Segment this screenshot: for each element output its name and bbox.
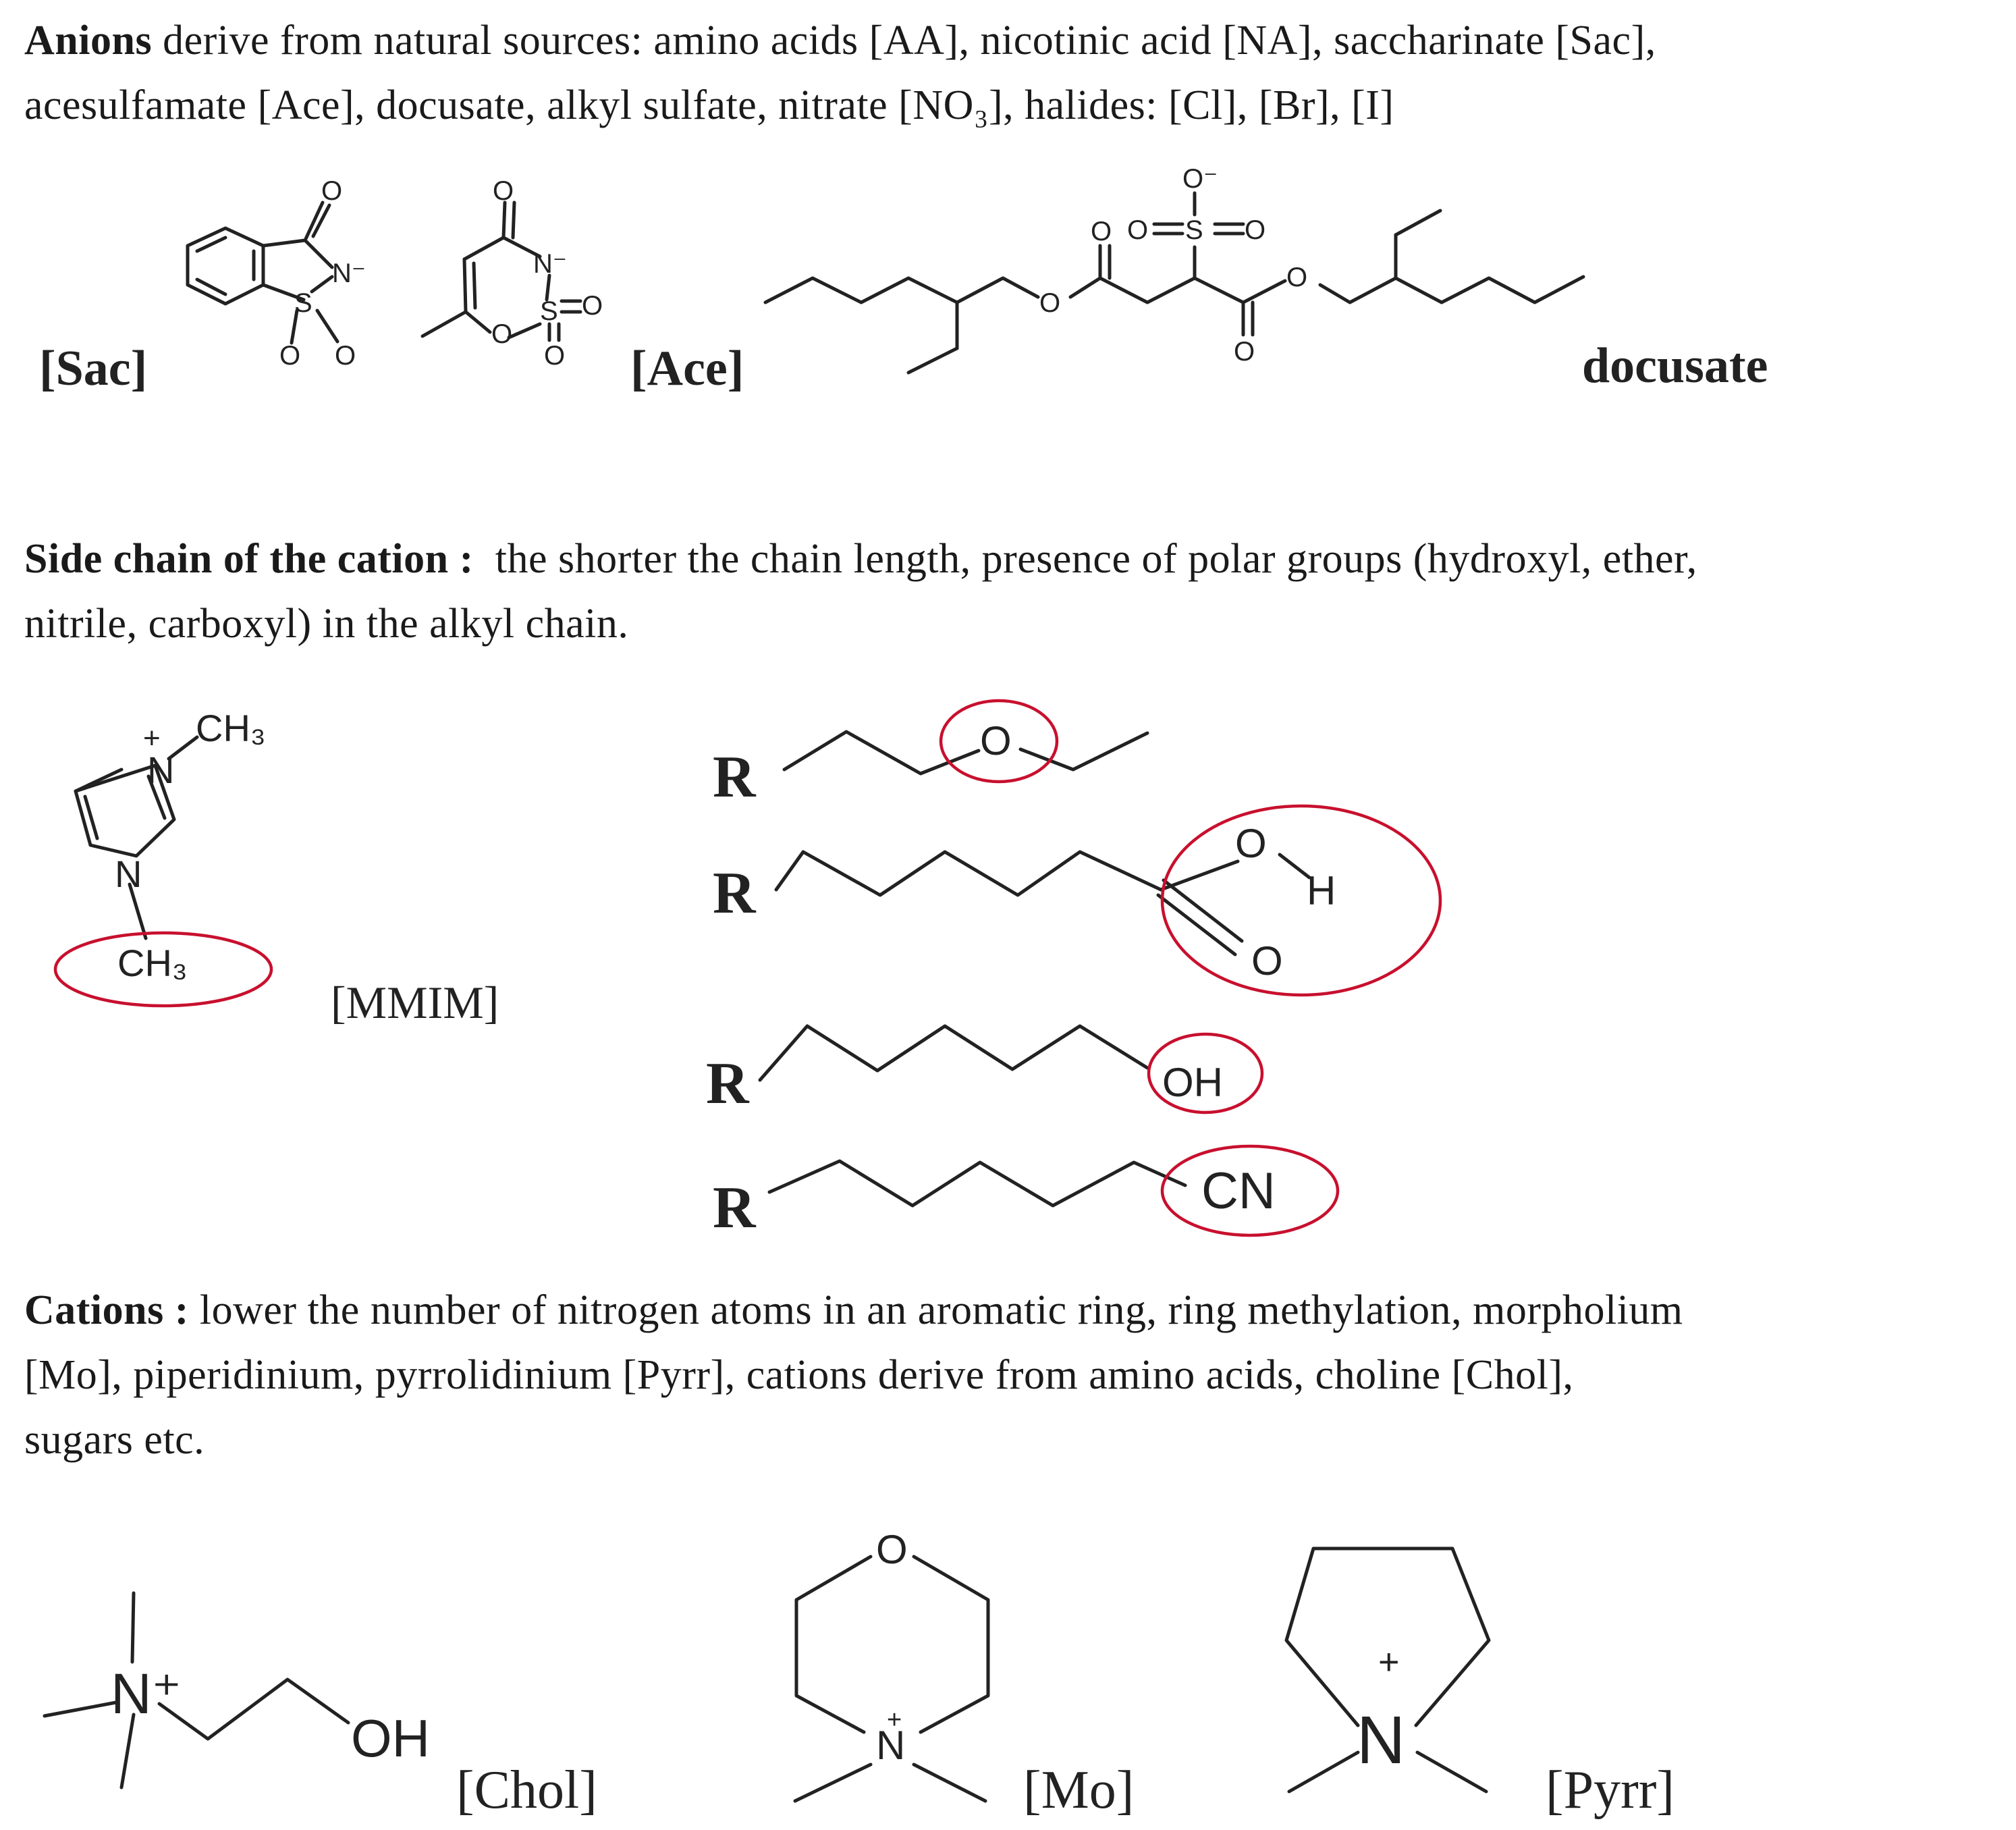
sac-label: [Sac] — [39, 341, 147, 396]
hydroxyl-oh: OH — [1162, 1060, 1223, 1105]
chol-label: [Chol] — [456, 1760, 597, 1820]
docusate-so3-o-minus: O⁻ — [1182, 164, 1218, 194]
carboxyl-chain-structure: R O H O — [713, 804, 1442, 997]
docusate-label: docusate — [1582, 338, 1768, 394]
morpholinium-charge: + — [887, 1706, 902, 1734]
docusate-carbonyl-o2: O — [1234, 337, 1255, 367]
docusate-so3-o-right: O — [1245, 215, 1265, 245]
anions-heading: Anions — [24, 18, 153, 63]
mmim-n3: N — [115, 853, 142, 895]
cations-heading: Cations : — [24, 1287, 189, 1333]
ether-chain-structure: R O — [713, 699, 1149, 810]
hydroxyl-highlight — [1147, 1032, 1264, 1114]
docusate-structure: O O O S O O⁻ O O — [763, 164, 1585, 375]
mmim-methyl-bottom: CH₃ — [117, 942, 188, 984]
ether-o: O — [980, 718, 1012, 763]
ace-n-minus: N⁻ — [533, 249, 567, 279]
ace-ring-o: O — [491, 319, 512, 349]
anions-text-line2: acesulfamate [Ace], docusate, alkyl sulf… — [24, 82, 1394, 128]
side-chain-text-line2: nitrile, carboxyl) in the alkyl chain. — [24, 601, 629, 647]
anions-paragraph: Anions derive from natural sources: amin… — [24, 8, 1995, 138]
acesulfamate-structure: O N⁻ S O O O — [420, 176, 603, 371]
morpholinium-o: O — [876, 1527, 908, 1572]
pyrrolidinium-structure: N + — [1284, 1546, 1491, 1794]
mo-label: [Mo] — [1023, 1760, 1134, 1820]
hydroxyl-chain-structure: R OH — [706, 1024, 1264, 1116]
sac-n-minus: N⁻ — [332, 259, 366, 288]
docusate-ester-o2: O — [1286, 263, 1307, 292]
nitrile-r-label: R — [713, 1175, 757, 1241]
hydroxyl-r-label: R — [706, 1051, 750, 1116]
saccharinate-structure: O N⁻ S O O — [186, 176, 366, 371]
carboxyl-o-double: O — [1251, 938, 1283, 984]
choline-n-plus: N⁺ — [111, 1662, 182, 1725]
docusate-carbonyl-o1: O — [1091, 217, 1112, 246]
anions-text-line1: derive from natural sources: amino acids… — [163, 18, 1656, 63]
cations-paragraph: Cations : lower the number of nitrogen a… — [24, 1278, 1995, 1472]
pyrrolidinium-n: N — [1357, 1702, 1405, 1778]
ace-label: [Ace] — [630, 341, 744, 396]
carboxyl-o-oh: O — [1235, 821, 1267, 866]
mmim-methyl-top: CH₃ — [196, 707, 266, 749]
cations-text-line2: [Mo], piperidinium, pyrrolidinium [Pyrr]… — [24, 1352, 1574, 1398]
nitrile-highlight — [1160, 1144, 1340, 1237]
mmim-charge: + — [143, 722, 161, 755]
cations-text-line3: sugars etc. — [24, 1417, 205, 1463]
sac-o1: O — [279, 341, 300, 371]
mmim-structure: N + CH₃ N CH₃ — [53, 707, 273, 1008]
mmim-methyl-highlight — [53, 931, 273, 1008]
mmim-label: [MMIM] — [331, 977, 499, 1028]
sac-o2: O — [335, 341, 356, 371]
docusate-so3-o-left: O — [1127, 215, 1148, 245]
ace-s: S — [540, 296, 558, 326]
morpholinium-structure: O N + — [793, 1527, 990, 1803]
nitrile-cn: CN — [1201, 1162, 1276, 1220]
morpholinium-n: N — [876, 1723, 905, 1768]
carboxyl-h: H — [1307, 868, 1336, 913]
carboxyl-r-label: R — [713, 861, 757, 926]
side-chain-text-line1: the shorter the chain length, presence o… — [495, 536, 1697, 582]
pyrr-label: [Pyrr] — [1546, 1760, 1674, 1820]
side-chain-paragraph: Side chain of the cation : the shorter t… — [24, 527, 1995, 656]
docusate-s: S — [1185, 215, 1203, 245]
ace-carbonyl-o: O — [493, 176, 514, 206]
choline-oh: OH — [351, 1708, 430, 1768]
sac-carbonyl-o: O — [321, 176, 342, 206]
carboxyl-highlight — [1160, 804, 1442, 997]
mmim-n1: N — [147, 749, 174, 791]
sac-s: S — [294, 288, 312, 318]
ether-highlight — [939, 699, 1059, 784]
ace-o-bottom: O — [544, 341, 565, 371]
nitrile-chain-structure: R CN — [713, 1144, 1340, 1241]
ether-r-label: R — [713, 745, 757, 810]
cations-text-line1: lower the number of nitrogen atoms in an… — [199, 1287, 1683, 1333]
ace-o-right: O — [582, 291, 603, 321]
side-chain-heading: Side chain of the cation : — [24, 536, 474, 582]
choline-structure: N⁺ OH — [43, 1591, 430, 1789]
docusate-ester-o1: O — [1039, 288, 1060, 318]
pyrrolidinium-charge: + — [1378, 1642, 1400, 1682]
